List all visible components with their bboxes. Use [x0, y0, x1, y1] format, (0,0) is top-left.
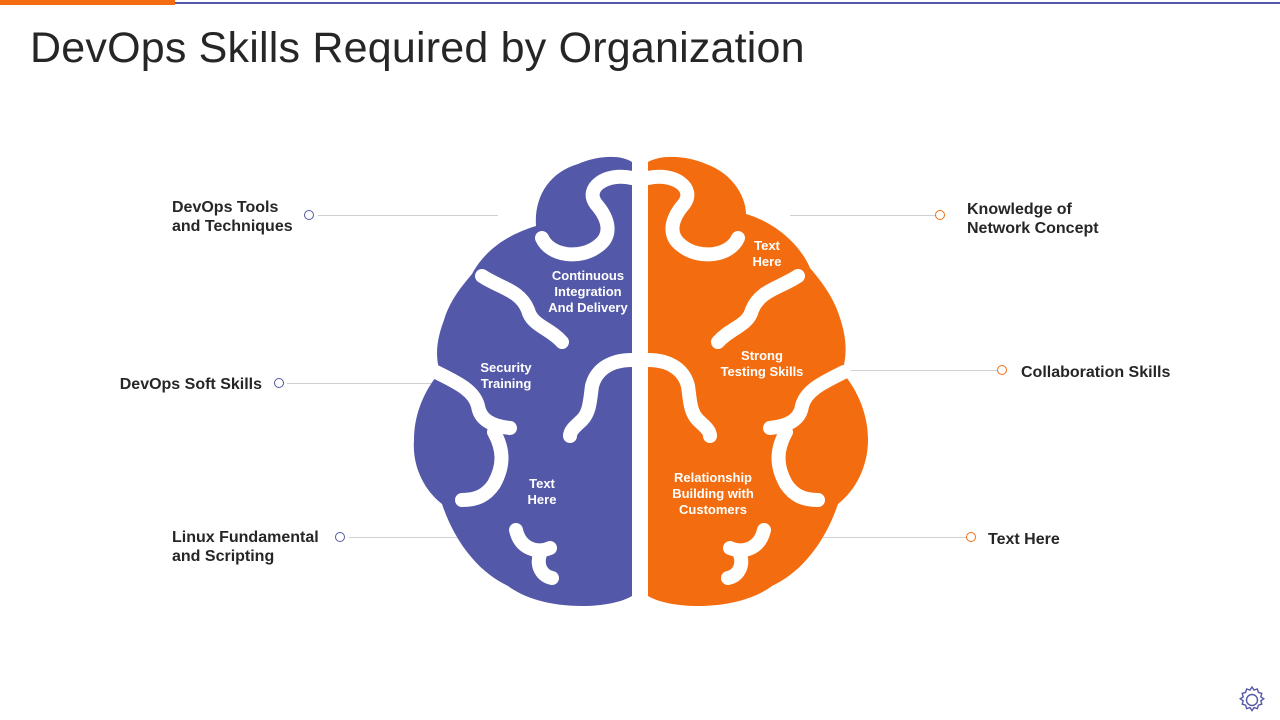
brain-left-text-security: Security Training [480, 360, 532, 391]
gear-icon[interactable] [1236, 684, 1268, 716]
connector-dot-right-3 [966, 532, 976, 542]
connector-right-1 [790, 215, 936, 216]
brain-right-fold-2 [711, 269, 805, 349]
connector-dot-left-2 [274, 378, 284, 388]
left-label-devops-tools: DevOps Tools and Techniques [172, 199, 293, 235]
connector-right-2 [845, 370, 998, 371]
connector-left-2 [287, 383, 447, 384]
left-label-linux: Linux Fundamental and Scripting [172, 529, 319, 565]
brain-left-text-here: Text Here [527, 476, 557, 507]
brain-left-hemisphere [413, 156, 639, 606]
brain-right-text-relationship: Relationship Building with Customers [672, 470, 754, 517]
brain-right-hemisphere [641, 156, 868, 606]
brain-illustration [413, 156, 868, 606]
brain-right-fold-4 [641, 353, 717, 443]
connector-dot-left-1 [304, 210, 314, 220]
connector-dot-right-2 [997, 365, 1007, 375]
right-label-network: Knowledge of Network Concept [967, 201, 1099, 237]
brain-right-fold-6 [721, 523, 771, 585]
connector-right-3 [818, 537, 967, 538]
brain-left-fold-6 [509, 523, 559, 585]
connector-left-3 [349, 537, 464, 538]
right-label-text-here: Text Here [988, 531, 1060, 548]
brain-left-fold-2 [475, 269, 569, 349]
left-label-soft-skills: DevOps Soft Skills [119, 376, 262, 393]
connector-dot-left-3 [335, 532, 345, 542]
brain-right-fold-5 [771, 425, 825, 507]
right-label-collaboration: Collaboration Skills [1021, 364, 1171, 381]
brain-left-fold-4 [563, 353, 639, 443]
connector-dot-right-1 [935, 210, 945, 220]
brain-right-fold-3 [763, 365, 851, 435]
brain-left-fold-3 [429, 365, 517, 435]
connector-left-1 [318, 215, 498, 216]
page-title: DevOps Skills Required by Organization [30, 24, 805, 72]
brain-left-text-ci: Continuous Integration And Delivery [548, 268, 628, 315]
brain-right-fold-1 [641, 169, 745, 262]
brain-left-fold-1 [535, 169, 639, 262]
top-accent-bar [0, 0, 175, 5]
brain-right-text-here: Text Here [752, 238, 782, 269]
top-divider-line [175, 2, 1280, 4]
brain-right-text-testing: Strong Testing Skills [720, 348, 804, 379]
brain-left-fold-5 [455, 425, 509, 507]
